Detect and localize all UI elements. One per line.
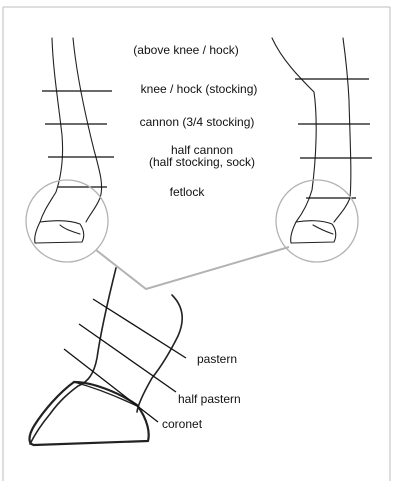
- marker-half-pastern: [79, 324, 176, 392]
- label-knee-hock: knee / hock (stocking): [141, 82, 258, 96]
- label-coronet: coronet: [162, 417, 203, 431]
- front-leg-front-outline: [73, 38, 102, 222]
- callout-connector: [96, 247, 289, 289]
- hind-leg-back-outline: [272, 38, 316, 222]
- marker-pastern: [93, 299, 186, 358]
- label-half-cannon-detail: (half stocking, sock): [149, 155, 255, 169]
- front-hoof-coronet: [60, 225, 80, 234]
- hind-hoof: [291, 221, 336, 243]
- front-hoof: [35, 221, 84, 243]
- hind-leg: [272, 38, 351, 243]
- label-pastern: pastern: [197, 352, 237, 366]
- enlarged-hoof-coronet-band: [74, 382, 137, 406]
- figure-frame: [3, 7, 390, 481]
- label-above-knee-hock: (above knee / hock): [133, 43, 238, 57]
- enlarged-leg-front-outline: [137, 295, 182, 412]
- enlarged-hoof: [30, 268, 183, 445]
- enlarged-hoof-wall: [30, 382, 149, 445]
- hind-hoof-coronet: [313, 225, 333, 234]
- front-leg-back-outline: [40, 38, 63, 222]
- front-leg: [35, 38, 102, 243]
- label-fetlock: fetlock: [170, 185, 206, 199]
- label-half-pastern: half pastern: [178, 392, 241, 406]
- label-cannon: cannon (3/4 stocking): [140, 115, 255, 129]
